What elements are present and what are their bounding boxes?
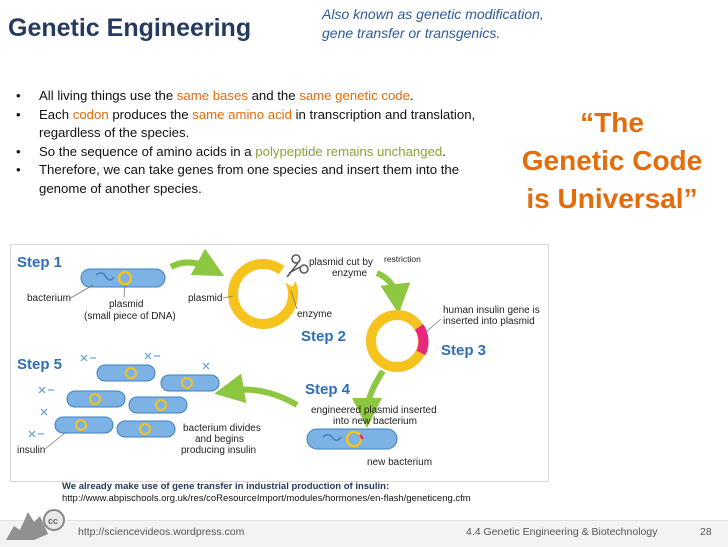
step-3-plasmid [366, 310, 429, 372]
footer-topic: 4.4 Genetic Engineering & Biotechnology [466, 526, 658, 538]
divides-label-2: and begins [195, 434, 244, 445]
restriction-label: restriction [384, 254, 421, 264]
step-1-bacterium [80, 268, 166, 288]
diagram-svg: Step 1 Step 2 Step 3 Step 4 Step 5 bacte… [17, 248, 540, 468]
insulin-label: insulin [17, 445, 45, 456]
insulin-gene-label-2: inserted into plasmid [443, 316, 535, 327]
bullet-text: Each [39, 106, 73, 122]
slide-subtitle: Also known as genetic modification, gene… [322, 5, 544, 43]
plasmid-label: plasmid [109, 299, 143, 310]
arrow-step3-step4 [352, 369, 386, 428]
bullet-dot: • [16, 162, 21, 177]
engineered-label-1: engineered plasmid inserted [311, 405, 437, 416]
step-5-label: Step 5 [17, 356, 62, 373]
divides-label-3: producing insulin [181, 445, 256, 456]
bullet-text: . [442, 143, 446, 159]
bullet-text: So the sequence of amino acids in a [39, 143, 256, 159]
footer-logo-icon: cc [6, 509, 65, 540]
bullet-text: . [409, 88, 414, 103]
gene-transfer-diagram: Step 1 Step 2 Step 3 Step 4 Step 5 bacte… [10, 244, 549, 482]
arrow-step4-step5 [214, 373, 299, 408]
footnote-line-1: We already make use of gene transfer in … [62, 481, 390, 492]
plasmid-cut-label-2: enzyme [332, 268, 367, 279]
bullet-dot: • [16, 143, 21, 159]
bacterium-label: bacterium [27, 293, 71, 304]
step-2-label: Step 2 [301, 328, 346, 345]
step-4-label: Step 4 [305, 381, 351, 398]
bullet-item: • All living things use the same bases an… [10, 87, 510, 106]
bullet-list: • All living things use the same bases an… [10, 87, 510, 198]
enzyme-label: enzyme [297, 309, 332, 320]
bacteria-colony [54, 364, 220, 438]
scissors-icon [286, 254, 309, 278]
highlight-text: codon [72, 106, 109, 122]
plasmid-desc-label: (small piece of DNA) [84, 311, 176, 322]
highlight-text: same bases [176, 88, 248, 103]
footnote-url[interactable]: http://www.abpischools.org.uk/res/coReso… [62, 493, 471, 504]
divides-label-1: bacterium divides [183, 423, 261, 434]
subtitle-line-1: Also known as genetic modification, [322, 6, 544, 22]
engineered-label-2: into new bacterium [333, 416, 417, 427]
step-3-label: Step 3 [441, 342, 486, 359]
bullet-item: • Therefore, we can take genes from one s… [10, 161, 510, 198]
plasmid-label-2: plasmid [188, 293, 222, 304]
bullet-text: Therefore, we can take genes from one sp… [39, 162, 460, 196]
arrow-step2-step3 [375, 270, 411, 314]
quote: “The Genetic Code is Universal” [508, 104, 716, 218]
quote-line-2: Genetic Code [521, 145, 703, 176]
bullet-text: and the [247, 88, 300, 103]
highlight-text: polypeptide remains unchanged [255, 143, 443, 159]
quote-line-3: is Universal” [526, 183, 698, 214]
slide-title: Genetic Engineering [8, 14, 252, 42]
footer-website-link[interactable]: http://sciencevideos.wordpress.com [78, 526, 245, 538]
new-bacterium [306, 428, 398, 450]
insulin-gene-label-1: human insulin gene is [443, 305, 540, 316]
bullet-dot: • [16, 106, 21, 122]
footnote: We already make use of gene transfer in … [62, 481, 471, 505]
page-number: 28 [700, 526, 712, 538]
insulin-molecules [28, 352, 210, 438]
footer-bar [0, 520, 728, 547]
bullet-item: • Each codon produces the same amino acid… [10, 106, 510, 143]
bullet-item: • So the sequence of amino acids in a pol… [10, 143, 510, 162]
new-bacterium-label: new bacterium [367, 457, 432, 468]
bullet-text: produces the [108, 106, 193, 122]
arrow-step1-step2 [169, 248, 225, 277]
subtitle-line-2: gene transfer or transgenics. [322, 25, 501, 41]
highlight-text: same amino acid [192, 106, 292, 122]
bullet-text: All living things use the [39, 88, 177, 103]
svg-text:cc: cc [48, 516, 58, 526]
bullet-dot: • [16, 88, 21, 103]
step-1-label: Step 1 [17, 254, 62, 271]
step-2-plasmid [228, 259, 300, 329]
highlight-text: same genetic code [299, 88, 410, 103]
bullet-text: in transcription and translation, regard… [39, 106, 476, 141]
plasmid-cut-label-1: plasmid cut by [309, 257, 373, 268]
quote-line-1: “The [580, 107, 644, 138]
